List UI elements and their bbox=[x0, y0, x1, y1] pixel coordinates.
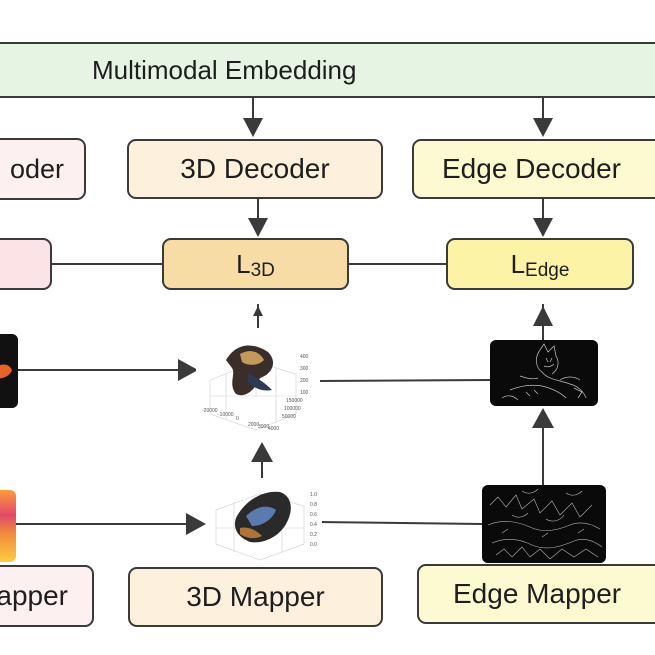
edge-decoder-label: Edge Decoder bbox=[442, 153, 622, 184]
3d-point-cloud-plot-top: 400 300 200 100 -20000 -10000 0 150000 1… bbox=[196, 334, 320, 436]
plot-top-tick-2: 300 bbox=[300, 366, 309, 372]
arrowhead-3d-plot-right bbox=[178, 359, 198, 381]
left-mapper-label: apper bbox=[0, 580, 68, 611]
arrowhead-3d-loss bbox=[248, 218, 268, 237]
plot-top-tick-7: 0 bbox=[236, 416, 239, 422]
edge-loss-symbol: L bbox=[510, 248, 526, 279]
multimodal-embedding-box: Multimodal Embedding bbox=[0, 42, 655, 98]
plot-top-tick-11: 2000 bbox=[248, 422, 260, 428]
left-depth-image bbox=[0, 334, 18, 408]
arrowhead-edge-loss-up bbox=[533, 306, 553, 326]
3d-loss-subscript: 3D bbox=[250, 260, 275, 281]
edge-loss-subscript: Edge bbox=[525, 260, 570, 281]
plot-top-tick-3: 200 bbox=[300, 378, 309, 384]
plot-top-tick-1: 400 bbox=[300, 354, 309, 360]
plot-bottom-tick-5: 0.2 bbox=[310, 532, 317, 538]
edge-decoder-box: Edge Decoder bbox=[412, 139, 655, 199]
arrowhead-edge-decoder bbox=[533, 118, 553, 137]
left-loss-box bbox=[0, 238, 52, 290]
plot-top-tick-12: 3000 bbox=[258, 424, 270, 430]
edge-image-top bbox=[490, 340, 598, 406]
arrowhead-top-plot-up bbox=[251, 442, 273, 462]
left-mapper-box: apper bbox=[0, 565, 94, 627]
plot-bottom-tick-3: 0.6 bbox=[310, 512, 317, 518]
edge-image-bottom bbox=[482, 485, 606, 563]
arrowhead-edge-loss bbox=[533, 218, 553, 237]
plot-top-tick-13: 4000 bbox=[268, 426, 280, 432]
plot-bottom-tick-2: 0.8 bbox=[310, 502, 317, 508]
plot-bottom-tick-4: 0.4 bbox=[310, 522, 317, 528]
3d-mapper-box: 3D Mapper bbox=[128, 567, 383, 627]
3d-point-cloud-plot-bottom: 1.0 0.8 0.6 0.4 0.2 0.0 bbox=[206, 480, 322, 564]
edge-mapper-label: Edge Mapper bbox=[453, 578, 622, 609]
plot-top-tick-4: 100 bbox=[300, 390, 309, 396]
left-decoder-box: oder bbox=[0, 138, 86, 200]
edge-mapper-box: Edge Mapper bbox=[417, 564, 655, 624]
line-3d-plot-to-edge-image bbox=[317, 379, 491, 382]
arrowhead-edge-top-up bbox=[532, 408, 554, 428]
plot-top-tick-9: 100000 bbox=[284, 406, 301, 412]
3d-mapper-label: 3D Mapper bbox=[186, 581, 325, 612]
multimodal-embedding-label: Multimodal Embedding bbox=[92, 54, 357, 85]
line-3d-bottom-to-edge-bottom bbox=[317, 521, 483, 525]
plot-top-tick-8: 150000 bbox=[286, 398, 303, 404]
left-decoder-label: oder bbox=[9, 153, 64, 184]
arrowhead-3d-loss-up bbox=[253, 306, 263, 316]
plot-bottom-tick-6: 0.0 bbox=[310, 542, 317, 548]
arrowhead-3d-bottom-right bbox=[186, 513, 206, 535]
plot-top-tick-10: 50000 bbox=[282, 414, 296, 420]
plot-top-tick-6: -10000 bbox=[218, 412, 234, 418]
3d-loss-symbol: L bbox=[236, 248, 251, 279]
plot-bottom-tick-1: 1.0 bbox=[310, 492, 317, 498]
3d-decoder-box: 3D Decoder bbox=[127, 139, 383, 199]
arrowhead-3d-decoder bbox=[243, 118, 263, 137]
3d-decoder-label: 3D Decoder bbox=[180, 153, 330, 184]
plot-top-tick-5: -20000 bbox=[202, 408, 218, 414]
left-depth-image-bottom bbox=[0, 490, 16, 562]
